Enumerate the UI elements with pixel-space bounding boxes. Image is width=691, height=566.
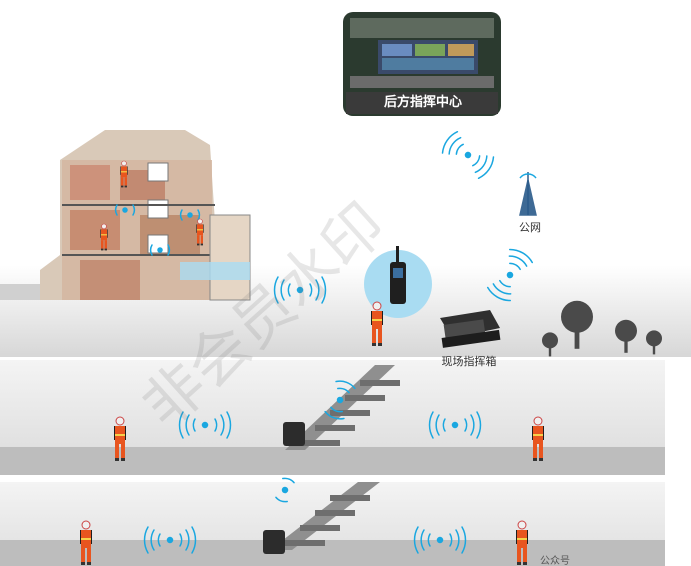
credit-text: 公众号	[540, 556, 570, 566]
repeater-box-icon	[263, 422, 305, 554]
staircase-upper	[285, 365, 400, 450]
signal-waves	[114, 130, 534, 554]
basement-1-floor-slab	[0, 447, 665, 475]
burning-building	[0, 130, 251, 301]
laptop-case-icon	[440, 310, 501, 348]
staircase-lower	[270, 482, 380, 550]
command-center-label: 后方指挥中心	[383, 95, 462, 110]
basement-2-floor-slab	[0, 540, 665, 566]
radio-handset-icon	[364, 246, 432, 318]
public-network-label: 公网	[519, 221, 541, 234]
antenna-tower-icon	[519, 172, 537, 216]
field-command-box-label: 现场指挥箱	[441, 355, 497, 368]
command-center-photo	[343, 12, 501, 116]
